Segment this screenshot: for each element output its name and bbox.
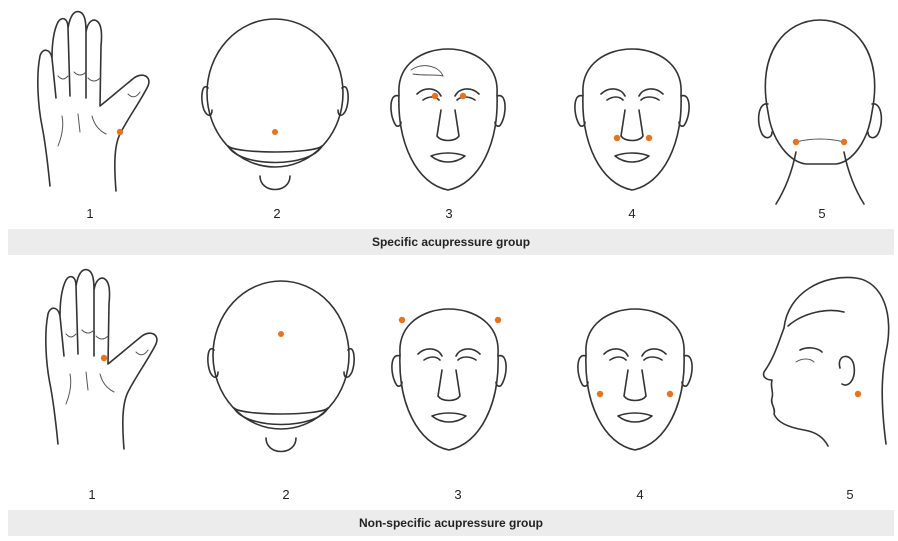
acupoint — [614, 135, 620, 141]
hand-figure — [28, 6, 168, 196]
hand-figure — [36, 264, 176, 454]
hand-drawing — [36, 264, 176, 454]
acupoint — [278, 331, 284, 337]
acupoint — [460, 93, 466, 99]
figure-number: 1 — [86, 206, 93, 221]
hand-drawing — [28, 6, 168, 196]
group-label: Specific acupressure group — [372, 235, 530, 249]
figure-number: 3 — [454, 487, 461, 502]
figure-number: 2 — [273, 206, 280, 221]
figure-number: 4 — [636, 487, 643, 502]
head-top-drawing — [200, 18, 350, 198]
figure-number: 2 — [282, 487, 289, 502]
acupoint — [272, 129, 278, 135]
face-figure — [567, 14, 697, 204]
acupoint — [855, 391, 861, 397]
face-drawing — [383, 14, 513, 204]
acupoint — [117, 129, 123, 135]
acupoint — [841, 139, 847, 145]
head-top-figure — [206, 280, 356, 460]
acupoint — [399, 317, 405, 323]
face-drawing — [570, 274, 700, 464]
acupoint — [101, 355, 107, 361]
figure-number: 4 — [628, 206, 635, 221]
face-figure — [383, 14, 513, 204]
face-drawing — [567, 14, 697, 204]
head-back-drawing — [756, 12, 886, 212]
head-top-drawing — [206, 280, 356, 460]
head-profile-figure — [744, 268, 894, 468]
group-label-band: Specific acupressure group — [8, 229, 894, 255]
acupoint — [495, 317, 501, 323]
group-label: Non-specific acupressure group — [359, 516, 543, 530]
figure-number: 5 — [846, 487, 853, 502]
head-top-figure — [200, 18, 350, 198]
figure-number: 3 — [445, 206, 452, 221]
acupoint — [667, 391, 673, 397]
acupoint — [597, 391, 603, 397]
head-back-figure — [756, 12, 886, 212]
figure-number: 1 — [88, 487, 95, 502]
figure-number: 5 — [818, 206, 825, 221]
group-label-band: Non-specific acupressure group — [8, 510, 894, 536]
acupoint — [432, 93, 438, 99]
acupoint — [793, 139, 799, 145]
face-drawing — [384, 274, 514, 464]
face-figure — [384, 274, 514, 464]
face-figure — [570, 274, 700, 464]
acupoint — [646, 135, 652, 141]
head-profile-drawing — [744, 268, 894, 468]
